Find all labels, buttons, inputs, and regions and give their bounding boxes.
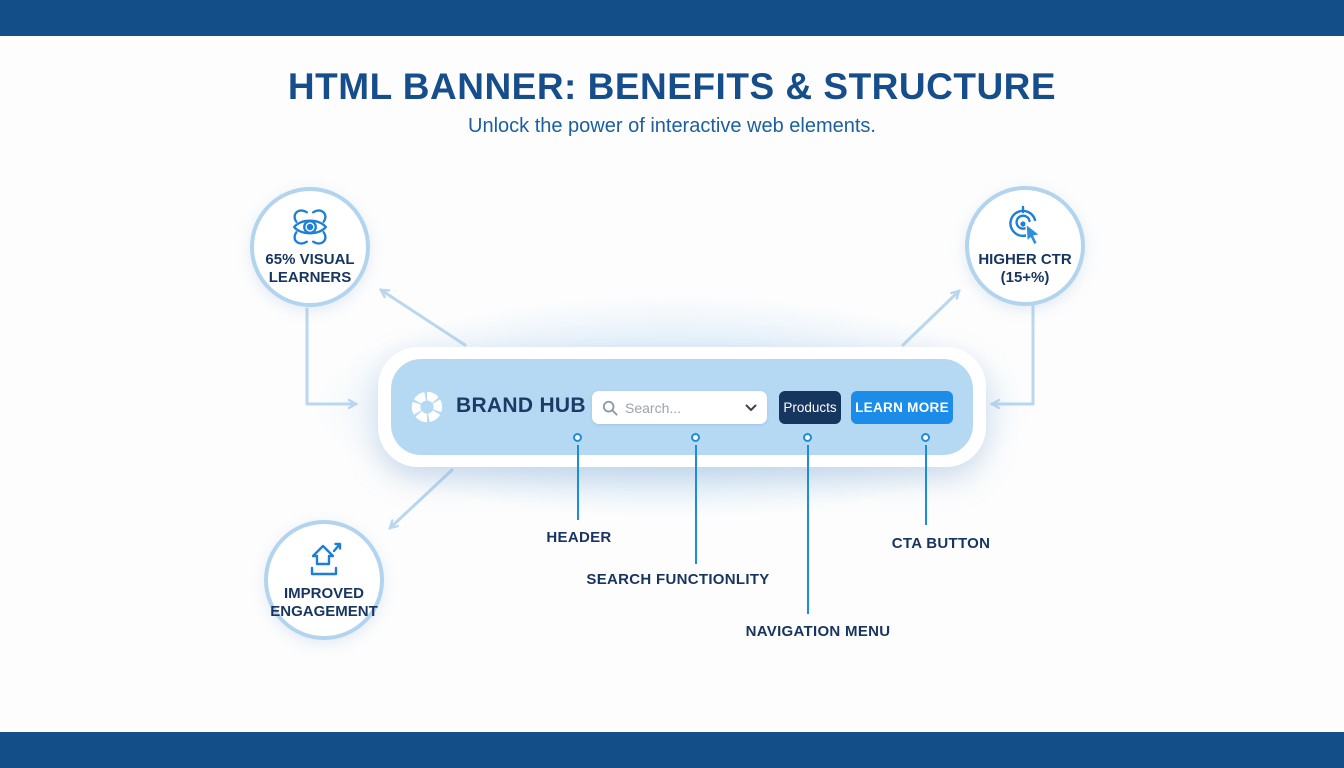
chevron-down-icon[interactable] (745, 404, 757, 412)
search-input[interactable] (625, 399, 738, 416)
callout-label-header: HEADER (546, 529, 612, 546)
benefit-label: 65% VISUAL LEARNERS (265, 251, 355, 286)
connector-dot-search (691, 433, 700, 442)
target-click-icon (1004, 205, 1046, 247)
top-navy-bar (0, 0, 1344, 36)
callout-line-header (577, 445, 579, 520)
benefit-label: HIGHER CTR (15+%) (978, 251, 1072, 286)
learn-more-cta-button[interactable]: LEARN MORE (851, 391, 953, 424)
callout-line-cta (925, 445, 927, 525)
benefit-visual-learners: 65% VISUAL LEARNERS (250, 187, 370, 307)
bottom-navy-bar (0, 732, 1344, 768)
upload-icon (303, 539, 345, 581)
callout-label-navigation: NAVIGATION MENU (745, 623, 891, 640)
connector-dot-header (573, 433, 582, 442)
products-nav-button[interactable]: Products (779, 391, 841, 424)
search-field[interactable] (592, 391, 767, 424)
benefit-improved-engagement: IMPROVED ENGAGEMENT (264, 520, 384, 640)
benefit-higher-ctr: HIGHER CTR (15+%) (965, 186, 1085, 306)
callout-line-navigation (807, 445, 809, 614)
callout-label-cta: CTA BUTTON (891, 535, 991, 552)
benefit-label: IMPROVED ENGAGEMENT (270, 585, 378, 620)
search-icon (602, 400, 618, 416)
page-subtitle: Unlock the power of interactive web elem… (468, 115, 876, 137)
connector-dot-cta (921, 433, 930, 442)
pinwheel-logo-icon (408, 388, 446, 426)
page-title: HTML BANNER: BENEFITS & STRUCTURE (287, 66, 1057, 107)
callout-line-search (695, 445, 697, 564)
callout-label-search: SEARCH FUNCTIONLITY (586, 571, 770, 588)
eye-icon (289, 207, 331, 247)
connector-dot-navigation (803, 433, 812, 442)
brand-name: BRAND HUB (456, 394, 586, 417)
